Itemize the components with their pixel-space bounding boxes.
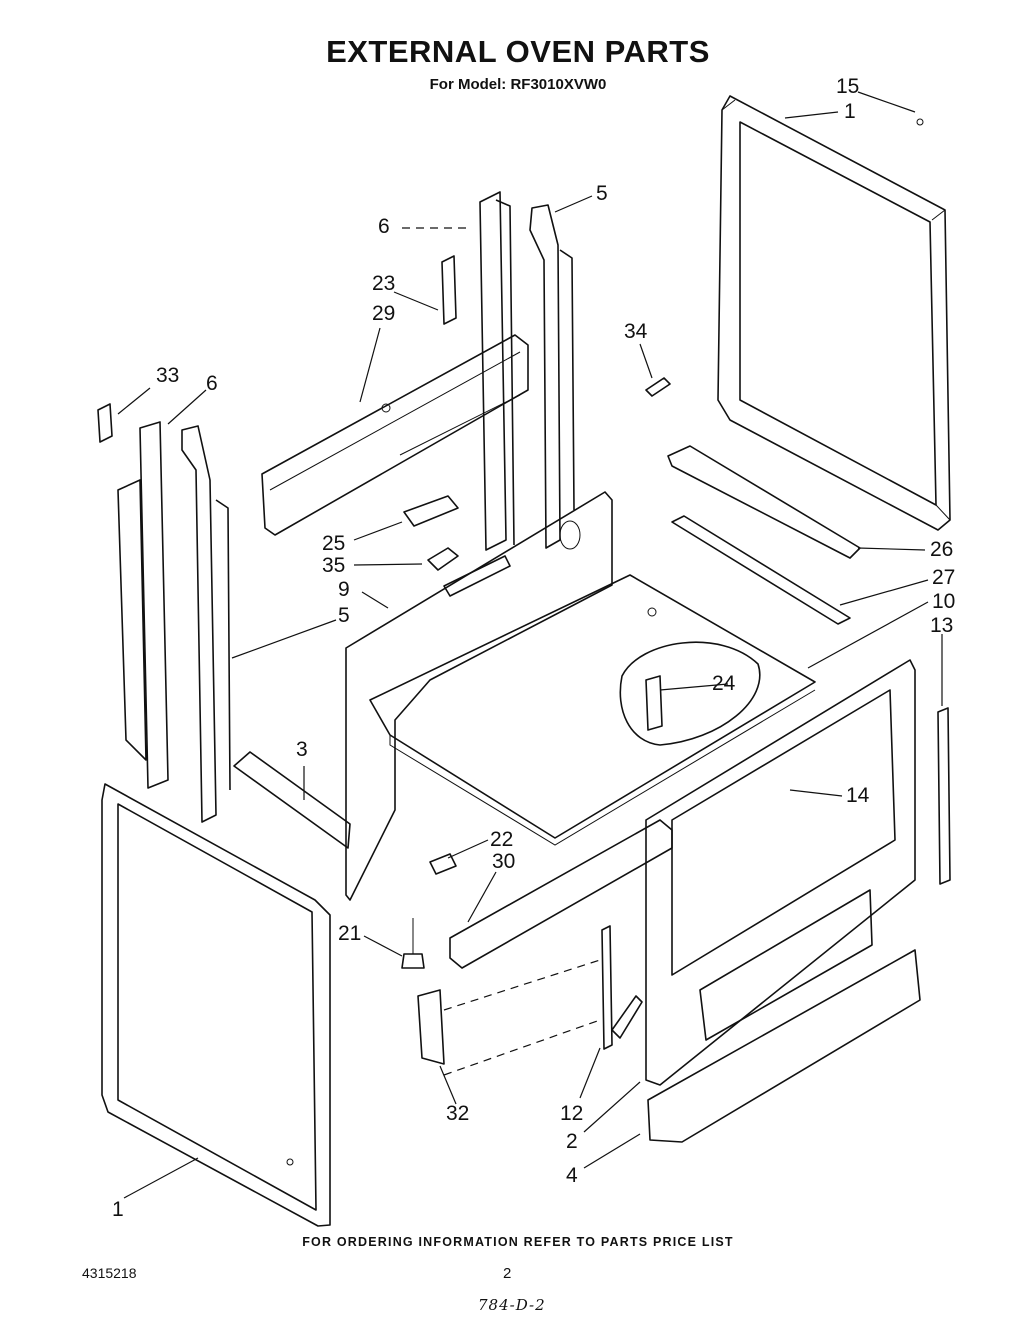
- page-number: 2: [503, 1265, 512, 1282]
- center-rails: [479, 191, 575, 551]
- part-34-fitting: [645, 377, 671, 397]
- screw-21: [401, 918, 425, 969]
- side-panel-right: [717, 95, 951, 531]
- callout-25: 25: [322, 532, 345, 555]
- kick-plate-4: [647, 949, 921, 1143]
- callout-34: 34: [624, 320, 648, 343]
- callout-6-left: 6: [206, 372, 218, 395]
- callout-26: 26: [930, 538, 953, 561]
- part-22: [429, 853, 457, 875]
- callout-21: 21: [338, 922, 361, 945]
- callout-10: 10: [932, 590, 955, 613]
- bracket-32: [417, 959, 601, 1076]
- callout-22: 22: [490, 828, 513, 851]
- bar-26: [667, 445, 861, 559]
- part-12: [601, 925, 643, 1050]
- channel-30: [449, 819, 673, 969]
- callout-15: 15: [836, 75, 859, 98]
- callout-35: 35: [322, 554, 345, 577]
- page-title: EXTERNAL OVEN PARTS: [326, 34, 710, 69]
- callout-2: 2: [566, 1130, 578, 1153]
- callout-24: 24: [712, 672, 736, 695]
- handwritten-note: 784-D-2: [478, 1296, 546, 1314]
- back-panel-9: [345, 491, 613, 901]
- leader-lines: [117, 91, 943, 1199]
- callout-3: 3: [296, 738, 308, 761]
- switch-25: [403, 495, 459, 527]
- callout-labels: 15 1 5 6 23 29 34 33 6 25 35 9 5 26 27 1…: [112, 75, 955, 1221]
- callout-30: 30: [492, 850, 515, 873]
- front-frame: [645, 659, 916, 1086]
- bracket-23: [441, 255, 457, 325]
- callout-13: 13: [930, 614, 953, 637]
- callout-14: 14: [846, 784, 870, 807]
- callout-33: 33: [156, 364, 179, 387]
- bar-27: [671, 515, 851, 625]
- bracket-3: [233, 751, 351, 849]
- callout-4: 4: [566, 1164, 578, 1187]
- ordering-info-footer: FOR ORDERING INFORMATION REFER TO PARTS …: [302, 1235, 734, 1249]
- model-subtitle: For Model: RF3010XVW0: [429, 76, 607, 93]
- callout-23: 23: [372, 272, 395, 295]
- oven-floor-10: [369, 574, 816, 846]
- callout-9: 9: [338, 578, 350, 601]
- left-rails: [117, 421, 231, 823]
- callout-12: 12: [560, 1102, 583, 1125]
- callout-1-top: 1: [844, 100, 856, 123]
- clip-33: [97, 403, 113, 443]
- callout-32: 32: [446, 1102, 469, 1125]
- callout-29: 29: [372, 302, 395, 325]
- document-number: 4315218: [82, 1265, 137, 1281]
- callout-5-top: 5: [596, 182, 608, 205]
- callout-6-top: 6: [378, 215, 390, 238]
- callout-1-bottom: 1: [112, 1198, 124, 1221]
- strip-13: [937, 707, 951, 885]
- part-35: [427, 547, 459, 571]
- channel-29: [261, 334, 529, 536]
- callout-27: 27: [932, 566, 955, 589]
- callout-5-left: 5: [338, 604, 350, 627]
- side-panel-left: [101, 783, 331, 1227]
